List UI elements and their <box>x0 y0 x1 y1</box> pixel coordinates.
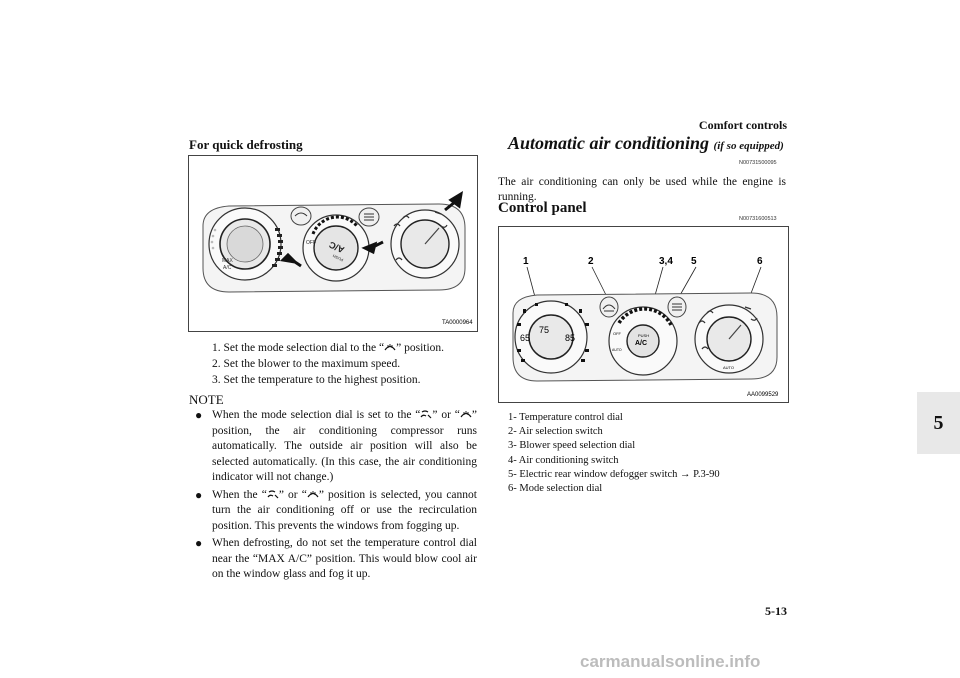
callout-2: 2 <box>588 256 594 267</box>
blower-dial: OFF A/C PUSH <box>302 214 370 282</box>
temperature-control-dial: 75 65 85 <box>514 300 589 374</box>
note-item: ● When the mode selection dial is set to… <box>195 408 477 483</box>
note-item: ● When defrosting, do not set the temper… <box>195 536 477 580</box>
legend-item: 5- Electric rear window defogger switch … <box>508 468 720 480</box>
auto-label: AUTO <box>612 348 622 352</box>
blower-speed-dial: OFF PUSH A/C AUTO <box>608 306 678 376</box>
step-1: 1. Set the mode selection dial to the “”… <box>212 342 445 354</box>
note-list: ● When the mode selection dial is set to… <box>195 408 477 585</box>
foot-defrost-icon <box>267 489 279 498</box>
legend-item: 4- Air conditioning switch <box>508 454 619 466</box>
note-heading: NOTE <box>189 392 224 407</box>
temp-label-65: 65 <box>520 333 530 343</box>
figure-code: TA0000964 <box>442 320 473 326</box>
arrow-icon <box>279 252 302 268</box>
legend-item: 1- Temperature control dial <box>508 412 623 423</box>
control-panel-figure: 1 2 3,4 5 6 75 65 85 <box>498 226 789 403</box>
step-3: 3. Set the temperature to the highest po… <box>212 374 421 386</box>
bullet: ● <box>195 487 203 502</box>
mode-dial <box>390 209 460 279</box>
quick-defrost-figure: MAX A/C OFF A/C PUSH <box>188 155 478 332</box>
callout-5: 5 <box>691 256 697 267</box>
recirculation-button <box>290 206 312 226</box>
legend-item: 2- Air selection switch <box>508 426 603 438</box>
note-item: ● When the “” or “” position is selected… <box>195 487 477 532</box>
subsection-code: N00731600513 <box>739 216 777 222</box>
max-label: MAX <box>222 258 234 264</box>
chapter-tab: 5 <box>917 392 960 454</box>
intro-paragraph: The air conditioning can only be used wh… <box>498 176 786 203</box>
rear-window-defogger-switch <box>667 296 687 318</box>
control-panel-illustration: 1 2 3,4 5 6 75 65 85 <box>512 256 779 398</box>
temp-label-85: 85 <box>565 333 575 343</box>
air-selection-switch <box>599 296 619 318</box>
temperature-dial: MAX A/C <box>208 207 283 281</box>
running-header: Comfort controls <box>698 118 787 132</box>
mode-selection-dial: AUTO <box>694 304 764 374</box>
section-heading: Automatic air conditioning (if so equipp… <box>508 133 784 153</box>
ac-button-label: A/C <box>635 340 647 347</box>
quick-defrost-heading: For quick defrosting <box>189 137 303 152</box>
legend-item: 3- Blower speed selection dial <box>508 440 636 452</box>
callout-3-4: 3,4 <box>659 256 673 267</box>
arrow-icon <box>444 191 464 212</box>
section-code: N00731500095 <box>739 160 777 166</box>
off-label: OFF <box>306 240 316 246</box>
defrost-icon <box>460 411 472 418</box>
mode-auto-label: AUTO <box>723 365 734 370</box>
control-panel-heading: Control panel <box>498 200 587 216</box>
defrost-icon <box>384 344 396 351</box>
push-label: PUSH <box>332 253 344 262</box>
rear-defogger-button <box>358 207 380 227</box>
arrow-icon <box>361 240 384 255</box>
page-number: 5-13 <box>765 604 787 618</box>
callout-1: 1 <box>523 256 529 267</box>
legend-list: 1- Temperature control dial 2- Air selec… <box>508 411 720 496</box>
temp-label-75: 75 <box>539 325 549 335</box>
quick-defrost-illustration: MAX A/C OFF A/C PUSH <box>202 191 473 326</box>
figure-code: AA0099529 <box>747 392 779 398</box>
quick-defrost-steps: 1. Set the mode selection dial to the “”… <box>212 340 444 388</box>
step-2: 2. Set the blower to the maximum speed. <box>212 358 401 370</box>
legend-item: 6- Mode selection dial <box>508 483 603 495</box>
off-label: OFF <box>613 331 622 336</box>
watermark: carmanualsonline.info <box>580 652 761 671</box>
max-ac-label: A/C <box>223 265 232 271</box>
defrost-icon <box>307 490 319 497</box>
callout-6: 6 <box>757 256 763 267</box>
bullet: ● <box>195 408 203 422</box>
foot-defrost-icon <box>420 410 432 419</box>
push-label: PUSH <box>638 333 649 338</box>
bullet: ● <box>195 536 203 550</box>
